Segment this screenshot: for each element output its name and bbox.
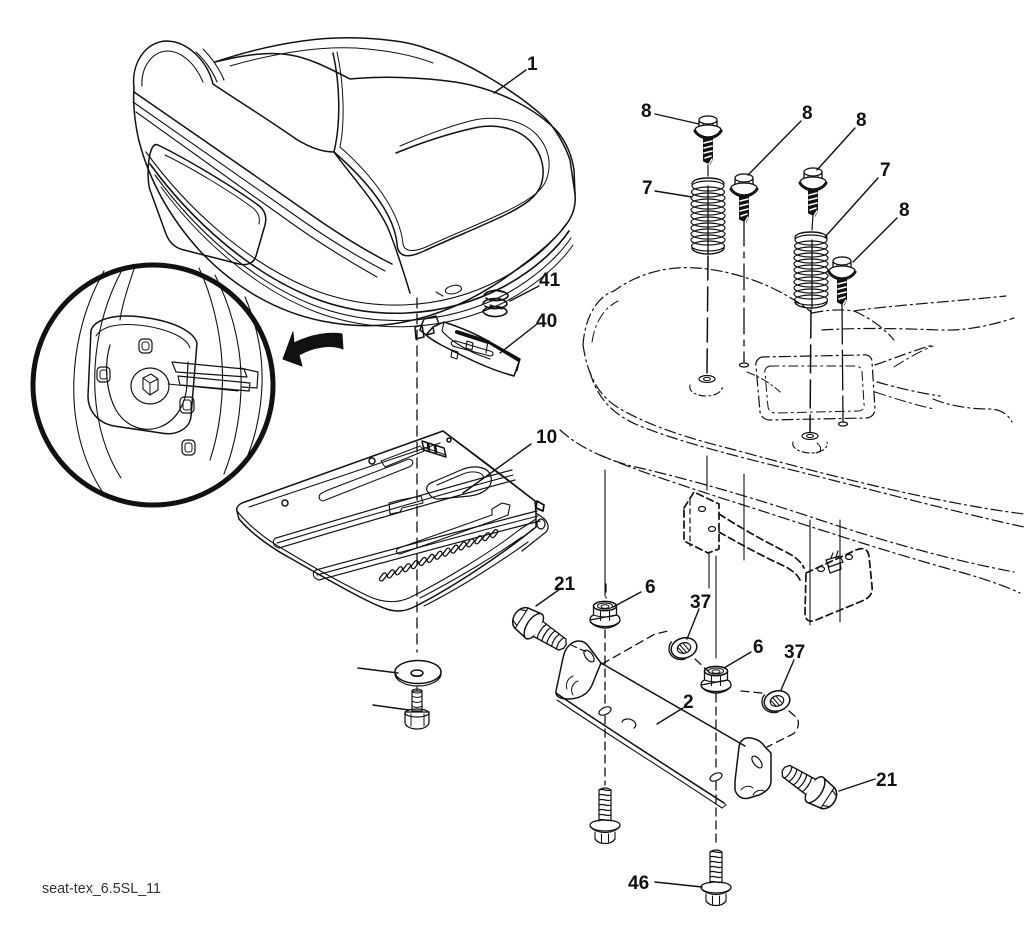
svg-text:8: 8: [856, 110, 867, 131]
svg-text:8: 8: [641, 101, 652, 122]
svg-text:40: 40: [536, 311, 557, 332]
svg-text:7: 7: [880, 160, 891, 181]
svg-text:37: 37: [690, 592, 711, 613]
svg-text:21: 21: [554, 574, 576, 595]
svg-text:7: 7: [642, 178, 653, 199]
svg-text:21: 21: [876, 770, 898, 791]
svg-text:37: 37: [784, 642, 805, 663]
svg-text:10: 10: [536, 427, 557, 448]
svg-text:1: 1: [527, 54, 538, 75]
svg-text:2: 2: [683, 692, 694, 713]
svg-text:6: 6: [645, 577, 656, 598]
svg-text:8: 8: [899, 200, 910, 221]
svg-text:8: 8: [802, 103, 813, 124]
svg-text:6: 6: [753, 637, 764, 658]
svg-text:46: 46: [628, 873, 649, 894]
svg-text:seat-tex_6.5SL_11: seat-tex_6.5SL_11: [42, 881, 161, 897]
svg-text:41: 41: [539, 270, 561, 291]
